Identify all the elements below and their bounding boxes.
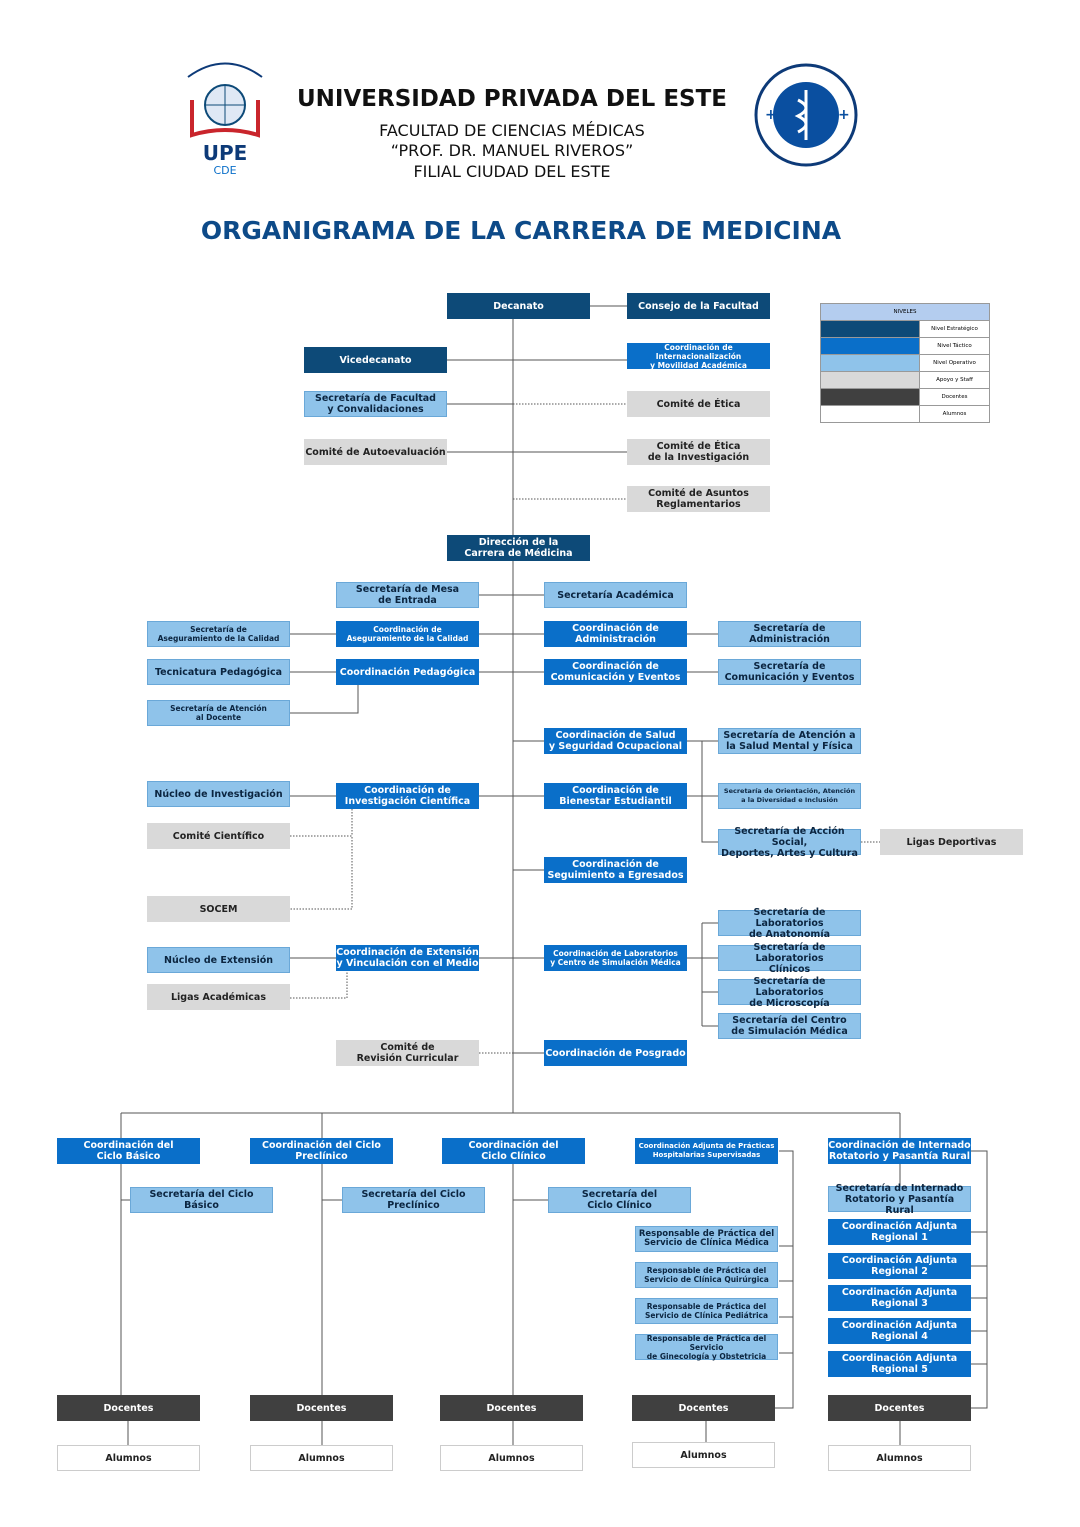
node-mesa-entrada[interactable]: Secretaría de Mesa de Entrada: [336, 582, 479, 608]
node-comite-cientifico[interactable]: Comité Científico: [147, 823, 290, 849]
node-coord-comunicacion[interactable]: Coordinación de Comunicación y Eventos: [544, 659, 687, 685]
node-docentes[interactable]: Docentes: [440, 1395, 583, 1421]
node-sec-atencion-docente[interactable]: Secretaría de Atención al Docente: [147, 700, 290, 726]
node-comite-etica[interactable]: Comité de Ética: [627, 391, 770, 417]
node-decanato[interactable]: Decanato: [447, 293, 590, 319]
node-regional-3[interactable]: Coordinación Adjunta Regional 3: [828, 1285, 971, 1311]
node-resp-ginecologia[interactable]: Responsable de Práctica del Servicio de …: [635, 1334, 778, 1361]
node-sec-administracion[interactable]: Secretaría de Administración: [718, 621, 861, 647]
node-nucleo-extension[interactable]: Núcleo de Extensión: [147, 947, 290, 973]
node-coord-pedagogica[interactable]: Coordinación Pedagógica: [336, 659, 479, 685]
node-regional-2[interactable]: Coordinación Adjunta Regional 2: [828, 1253, 971, 1279]
node-ciclo-preclinico[interactable]: Coordinación del Ciclo Preclínico: [250, 1138, 393, 1164]
node-lab-microscopia[interactable]: Secretaría de Laboratorios de Microscopí…: [718, 976, 861, 1009]
node-coord-investigacion[interactable]: Coordinación de Investigación Científica: [336, 783, 479, 809]
node-resp-clinica-pediatrica[interactable]: Responsable de Práctica del Servicio de …: [635, 1298, 778, 1324]
node-revision-curricular[interactable]: Comité de Revisión Curricular: [336, 1040, 479, 1066]
node-coord-adjunta-practicas[interactable]: Coordinación Adjunta de Prácticas Hospit…: [635, 1138, 778, 1164]
node-lab-clinicos[interactable]: Secretaría de Laboratorios Clínicos: [718, 942, 861, 975]
node-alumnos[interactable]: Alumnos: [250, 1445, 393, 1471]
node-resp-clinica-medica[interactable]: Responsable de Práctica del Servicio de …: [635, 1226, 778, 1252]
node-docentes[interactable]: Docentes: [57, 1395, 200, 1421]
page-title: ORGANIGRAMA DE LA CARRERA DE MEDICINA: [200, 216, 842, 245]
node-docentes[interactable]: Docentes: [828, 1395, 971, 1421]
node-docentes[interactable]: Docentes: [250, 1395, 393, 1421]
node-nucleo-investigacion[interactable]: Núcleo de Investigación: [147, 781, 290, 807]
node-sec-simulacion[interactable]: Secretaría del Centro de Simulación Médi…: [718, 1013, 861, 1039]
node-coord-extension[interactable]: Coordinación de Extensión y Vinculación …: [336, 945, 479, 971]
node-coord-aseguramiento[interactable]: Coordinación de Aseguramiento de la Cali…: [336, 621, 479, 647]
node-tecnicatura[interactable]: Tecnicatura Pedagógica: [147, 659, 290, 685]
node-alumnos[interactable]: Alumnos: [440, 1445, 583, 1471]
node-regional-4[interactable]: Coordinación Adjunta Regional 4: [828, 1318, 971, 1344]
node-socem[interactable]: SOCEM: [147, 896, 290, 922]
node-coord-seguimiento[interactable]: Coordinación de Seguimiento a Egresados: [544, 857, 687, 883]
node-coord-bienestar[interactable]: Coordinación de Bienestar Estudiantil: [544, 783, 687, 809]
node-sec-facultad[interactable]: Secretaría de Facultad y Convalidaciones: [304, 391, 447, 417]
university-name: UNIVERSIDAD PRIVADA DEL ESTE: [296, 86, 728, 112]
svg-text:UPE: UPE: [203, 141, 248, 165]
node-sec-accion-social[interactable]: Secretaría de Acción Social, Deportes, A…: [718, 826, 861, 859]
svg-text:+: +: [765, 107, 777, 123]
node-sec-orientacion[interactable]: Secretaría de Orientación, Atención a la…: [718, 783, 861, 809]
node-ciclo-basico[interactable]: Coordinación del Ciclo Básico: [57, 1138, 200, 1164]
node-internacionalizacion[interactable]: Coordinación de Internacionalización y M…: [627, 343, 770, 370]
node-sec-ciclo-clinico[interactable]: Secretaría del Ciclo Clínico: [548, 1187, 691, 1213]
node-sec-ciclo-preclinico[interactable]: Secretaría del Ciclo Preclínico: [342, 1187, 485, 1213]
legend-tactical: Nivel Táctico: [919, 338, 989, 354]
node-ligas-academicas[interactable]: Ligas Académicas: [147, 984, 290, 1010]
node-sec-salud-mental[interactable]: Secretaría de Atención a la Salud Mental…: [718, 728, 861, 754]
node-ciclo-clinico[interactable]: Coordinación del Ciclo Clínico: [442, 1138, 585, 1164]
node-asuntos-reglamentarios[interactable]: Comité de Asuntos Reglamentarios: [627, 486, 770, 512]
faculty-name: FACULTAD DE CIENCIAS MÉDICAS: [379, 121, 645, 140]
node-sec-aseguramiento[interactable]: Secretaría de Aseguramiento de la Calida…: [147, 621, 290, 647]
svg-text:CDE: CDE: [213, 164, 236, 177]
node-sec-academica[interactable]: Secretaría Académica: [544, 582, 687, 608]
branch-name: FILIAL CIUDAD DEL ESTE: [413, 162, 611, 181]
node-sec-comunicacion[interactable]: Secretaría de Comunicación y Eventos: [718, 659, 861, 685]
node-sec-ciclo-basico[interactable]: Secretaría del Ciclo Básico: [130, 1187, 273, 1213]
node-autoevaluacion[interactable]: Comité de Autoevaluación: [304, 439, 447, 465]
upe-logo: UPE CDE: [187, 62, 263, 177]
legend-title: NIVELES: [821, 304, 989, 320]
node-regional-5[interactable]: Coordinación Adjunta Regional 5: [828, 1351, 971, 1377]
honoree-name: “PROF. DR. MANUEL RIVEROS”: [390, 141, 634, 160]
node-docentes[interactable]: Docentes: [632, 1395, 775, 1421]
node-alumnos[interactable]: Alumnos: [828, 1445, 971, 1471]
node-consejo[interactable]: Consejo de la Facultad: [627, 293, 770, 319]
node-vicedecanato[interactable]: Vicedecanato: [304, 347, 447, 373]
node-resp-clinica-quirurgica[interactable]: Responsable de Práctica del Servicio de …: [635, 1262, 778, 1288]
legend-operative: Nivel Operativo: [919, 355, 989, 371]
node-regional-1[interactable]: Coordinación Adjunta Regional 1: [828, 1219, 971, 1245]
node-ligas-deportivas[interactable]: Ligas Deportivas: [880, 829, 1023, 855]
node-lab-anatomia[interactable]: Secretaría de Laboratorios de Anatonomía: [718, 907, 861, 940]
node-coord-posgrado[interactable]: Coordinación de Posgrado: [544, 1040, 687, 1066]
node-coord-laboratorios[interactable]: Coordinación de Laboratorios y Centro de…: [544, 945, 687, 971]
node-coord-internado[interactable]: Coordinación de Internado Rotatorio y Pa…: [828, 1138, 971, 1164]
legend-teachers: Docentes: [919, 389, 989, 405]
node-coord-administracion[interactable]: Coordinación de Administración: [544, 621, 687, 647]
node-sec-internado[interactable]: Secretaría de Internado Rotatorio y Pasa…: [828, 1183, 971, 1216]
legend-students: Alumnos: [919, 406, 989, 422]
node-alumnos[interactable]: Alumnos: [632, 1442, 775, 1468]
legend-strategic: Nivel Estratégico: [919, 321, 989, 337]
legend-staff: Apoyo y Staff: [919, 372, 989, 388]
faculty-seal: + +: [754, 63, 858, 167]
node-direccion[interactable]: Dirección de la Carrera de Médicina: [447, 535, 590, 561]
svg-text:+: +: [838, 107, 850, 123]
levels-legend: NIVELES Nivel Estratégico Nivel Táctico …: [820, 303, 990, 423]
node-alumnos[interactable]: Alumnos: [57, 1445, 200, 1471]
node-coord-salud[interactable]: Coordinación de Salud y Seguridad Ocupac…: [544, 728, 687, 754]
node-etica-investigacion[interactable]: Comité de Ética de la Investigación: [627, 439, 770, 465]
